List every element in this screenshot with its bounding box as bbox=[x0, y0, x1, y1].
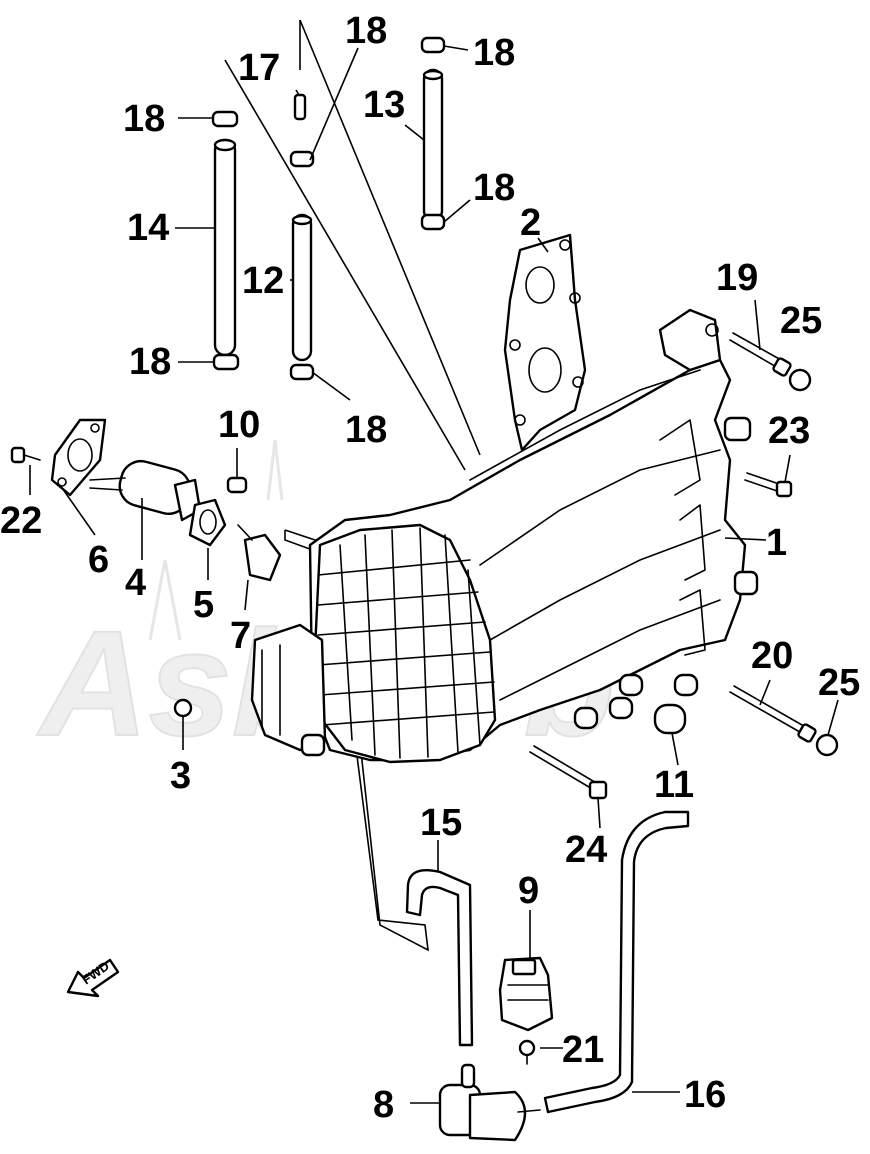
part-12-hose bbox=[291, 213, 313, 362]
nut-icon bbox=[815, 733, 839, 757]
callout-1: 1 bbox=[766, 522, 787, 564]
callout-12: 12 bbox=[242, 260, 284, 302]
callout-10: 10 bbox=[218, 404, 260, 446]
callout-18-a: 18 bbox=[123, 98, 165, 140]
callout-23: 23 bbox=[768, 410, 810, 452]
callout-20: 20 bbox=[751, 635, 793, 677]
clamp-icon bbox=[420, 36, 446, 54]
clamp-icon bbox=[289, 363, 315, 381]
clamp-icon bbox=[289, 150, 315, 168]
callout-18-d: 18 bbox=[473, 167, 515, 209]
clamp-icon bbox=[420, 213, 446, 231]
part-7-sensor bbox=[237, 524, 282, 582]
part-2-gasket bbox=[503, 233, 587, 452]
callout-24: 24 bbox=[565, 829, 607, 871]
callout-13: 13 bbox=[363, 84, 405, 126]
bolt-head-icon bbox=[588, 780, 608, 800]
part-17-plug bbox=[293, 93, 307, 121]
callout-22: 22 bbox=[0, 500, 42, 542]
clamp-icon bbox=[212, 353, 240, 371]
leader-lines bbox=[29, 45, 839, 1104]
clamp-icons bbox=[211, 36, 446, 381]
part-16-hose bbox=[543, 810, 690, 1114]
part-10-cap bbox=[226, 476, 248, 494]
callout-5: 5 bbox=[193, 584, 214, 626]
callout-18-b: 18 bbox=[345, 10, 387, 52]
callout-18-f: 18 bbox=[345, 409, 387, 451]
callout-21: 21 bbox=[562, 1029, 604, 1071]
callouts: 1 2 3 4 5 6 7 8 9 10 11 12 13 14 15 16 1… bbox=[0, 10, 860, 1126]
callout-11: 11 bbox=[654, 764, 694, 806]
callout-25-a: 25 bbox=[780, 300, 822, 342]
bolt-head-icon bbox=[797, 723, 817, 743]
part-6-gasket bbox=[50, 418, 107, 497]
bolt-head-icon bbox=[775, 480, 793, 498]
part-14-hose bbox=[213, 138, 237, 357]
part-9-bracket bbox=[498, 956, 554, 1032]
clamp-icon bbox=[211, 110, 239, 128]
callout-15: 15 bbox=[420, 802, 462, 844]
part-4-valve bbox=[89, 459, 202, 522]
callout-8: 8 bbox=[373, 1084, 394, 1126]
callout-19: 19 bbox=[716, 257, 758, 299]
bolt-head-icon bbox=[772, 357, 792, 377]
part-13-hose bbox=[422, 68, 444, 222]
nuts bbox=[788, 368, 839, 757]
part-15-hose bbox=[405, 868, 474, 1047]
callout-18-e: 18 bbox=[129, 341, 171, 383]
part-21-screw bbox=[518, 1039, 536, 1065]
callout-16: 16 bbox=[684, 1074, 726, 1116]
callout-25-b: 25 bbox=[818, 662, 860, 704]
callout-6: 6 bbox=[88, 539, 109, 581]
nut-icon bbox=[788, 368, 812, 392]
part-22-bolt bbox=[10, 446, 41, 464]
part-8-filter bbox=[438, 1063, 541, 1142]
part-5-gasket bbox=[188, 498, 227, 547]
callout-2: 2 bbox=[520, 202, 541, 244]
throttle-body bbox=[250, 623, 327, 757]
callout-9: 9 bbox=[518, 870, 539, 912]
callout-3: 3 bbox=[170, 755, 191, 797]
plenum-chamber bbox=[313, 523, 497, 764]
part-3-clip bbox=[173, 698, 193, 726]
callout-7: 7 bbox=[230, 615, 251, 657]
callout-4: 4 bbox=[125, 562, 146, 604]
callout-14: 14 bbox=[127, 207, 169, 249]
callout-18-c: 18 bbox=[473, 32, 515, 74]
fwd-arrow-icon: FWD bbox=[66, 958, 120, 998]
bolts bbox=[529, 332, 817, 800]
part-11-bushing bbox=[573, 673, 699, 735]
callout-17: 17 bbox=[238, 47, 280, 89]
